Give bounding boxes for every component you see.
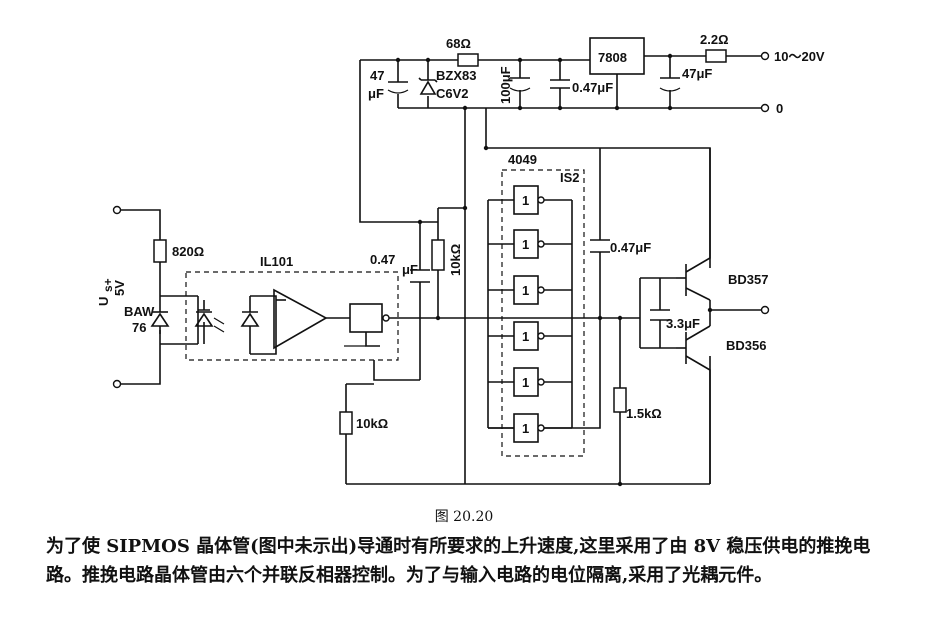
terminal-us-minus [112, 379, 122, 389]
figure-caption: 图 20.20 [434, 509, 494, 525]
resistor-10k-vertical [431, 239, 445, 271]
label-r10k-bottom: 10kΩ [356, 416, 388, 431]
label-supply: 10～20V [774, 49, 825, 64]
label-r22: 2.2Ω [700, 32, 729, 47]
label-is2: IS2 [560, 170, 580, 185]
inverter-label: 1 [522, 375, 529, 390]
terminal-us-plus [112, 205, 122, 215]
inverter-1: 1 [488, 185, 572, 215]
label-c047-mid-a: 0.47 [370, 252, 395, 267]
resistor-2-2ohm [705, 49, 727, 63]
zener-bar [418, 77, 438, 83]
label-c047-right: 0.47μF [610, 240, 651, 255]
label-r15k: 1.5kΩ [626, 406, 662, 421]
label-c047-mid-b: μF [402, 262, 418, 277]
opto-inverter [349, 303, 383, 333]
terminal-ground [760, 103, 770, 113]
label-c33: 3.3μF [666, 316, 700, 331]
label-us-value: 5V [112, 280, 127, 296]
inverter-3: 1 [488, 275, 572, 305]
label-c47a: 47 [370, 68, 384, 83]
label-us-sub: s+ [101, 278, 115, 292]
resistor-820ohm [153, 239, 167, 263]
description-paragraph: 为了使 SIPMOS 晶体管(图中未示出)导通时有所要求的上升速度,这里采用了由… [46, 536, 871, 586]
label-il101: IL101 [260, 254, 293, 269]
label-c047-top: 0.47μF [572, 80, 613, 95]
resistor-1-5k [613, 387, 627, 413]
label-r68: 68Ω [446, 36, 471, 51]
label-4049: 4049 [508, 152, 537, 167]
inverter-label: 1 [522, 193, 529, 208]
label-c100: 100μF [498, 66, 513, 104]
output-stage [590, 148, 770, 487]
inverter-6: 1 [488, 413, 572, 443]
ic-4049-outline [501, 169, 585, 457]
label-zener-a: BZX83 [436, 68, 476, 83]
power-supply-section [359, 37, 770, 223]
ic-4049-block: 1 1 1 1 1 1 [487, 169, 601, 457]
label-bd356: BD356 [726, 338, 766, 353]
input-section [112, 205, 600, 389]
label-ground: 0 [776, 101, 783, 116]
inverter-label: 1 [522, 329, 529, 344]
label-c47b: μF [368, 86, 384, 101]
label-baw-a: BAW [124, 304, 155, 319]
inverter-label: 1 [522, 283, 529, 298]
terminal-output [760, 305, 770, 315]
inverter-2: 1 [488, 229, 572, 259]
labels: 68Ω 47 μF BZX83 C6V2 100μF 0.47μF 7808 2… [96, 32, 825, 431]
label-r820: 820Ω [172, 244, 204, 259]
label-zener-b: C6V2 [436, 86, 469, 101]
label-us: U [96, 297, 111, 306]
label-c47-out: 47μF [682, 66, 712, 81]
inverter-label: 1 [522, 421, 529, 436]
optocoupler-il101 [185, 271, 399, 361]
label-baw-b: 76 [132, 320, 146, 335]
label-r10k-vertical: 10kΩ [448, 244, 463, 276]
inverter-5: 1 [488, 367, 572, 397]
inverter-4: 1 [488, 321, 572, 351]
resistor-68ohm [457, 53, 479, 67]
middle-passives [339, 205, 468, 484]
opto-amplifier [273, 288, 328, 350]
inverter-label: 1 [522, 237, 529, 252]
label-7808: 7808 [598, 50, 627, 65]
label-bd357: BD357 [728, 272, 768, 287]
resistor-10k-bottom [339, 411, 353, 435]
terminal-supply [760, 51, 770, 61]
